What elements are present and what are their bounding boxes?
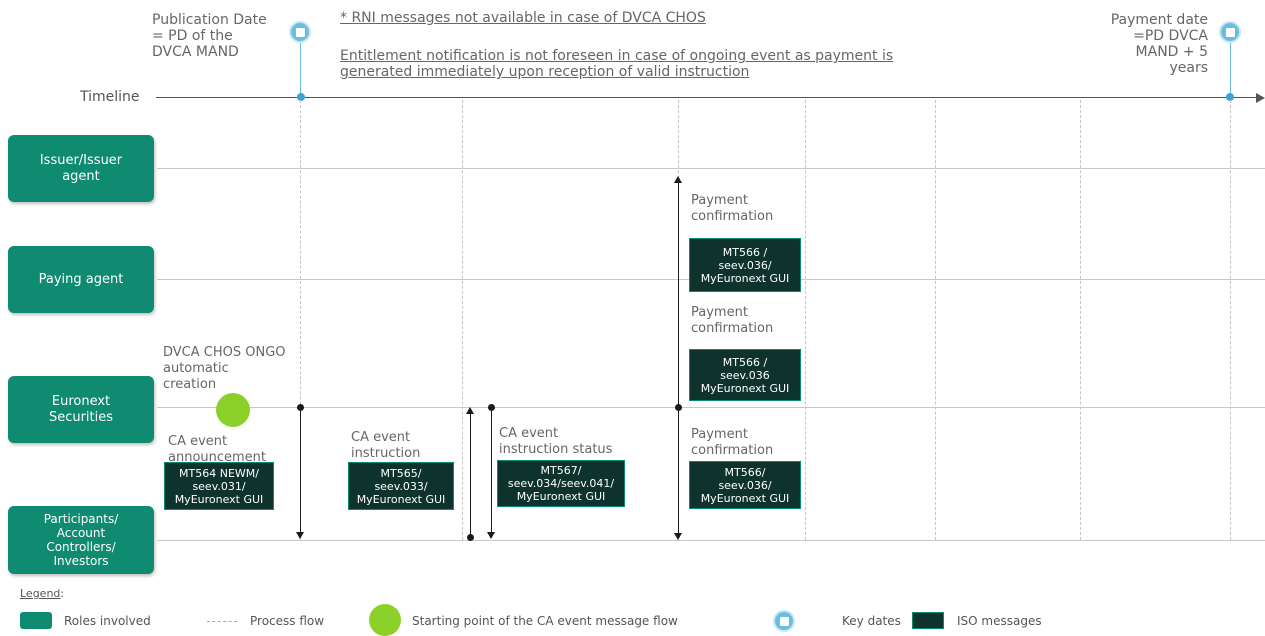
timeline-axis [156,97,1256,98]
publication-date-dot [297,93,305,101]
process-flow-line [1080,100,1081,540]
lane-line-issuer [157,168,1265,169]
process-flow-line [462,100,463,540]
payment-confirmation-issuer-label: Payment confirmation [691,193,774,224]
iso-message-instruction: MT565/ seev.033/ MyEuronext GUI [348,462,454,510]
flow-node [488,404,495,411]
note-rni: * RNI messages not available in case of … [340,10,706,26]
payment-confirmation-paying-label: Payment confirmation [691,305,774,336]
iso-message-payment-participants: MT566/ seev.036/ MyEuronext GUI [689,461,801,509]
flow-node [675,404,682,411]
role-euronext-securities: Euronext Securities [8,376,154,443]
payment-date-label: Payment date =PD DVCA MAND + 5 years [1110,12,1208,76]
payment-arrow [678,183,679,535]
payment-confirmation-participants-label: Payment confirmation [691,427,774,458]
calendar-icon [1219,21,1241,43]
iso-message-payment-issuer: MT566 / seev.036/ MyEuronext GUI [689,238,801,292]
lane-line-participants [157,540,1265,541]
legend-key-dates-label: Key dates [842,614,901,628]
legend-process-flow-swatch [207,621,237,622]
iso-message-payment-paying: MT566 / seev.036 MyEuronext GUI [689,349,801,401]
calendar-icon [289,21,311,43]
arrowhead-up [466,407,474,414]
iso-message-announcement: MT564 NEWM/ seev.031/ MyEuronext GUI [164,462,274,510]
legend-process-flow-label: Process flow [250,614,325,628]
announcement-label: CA event announcement [168,434,267,465]
arrowhead-down [487,532,495,539]
instruction-label: CA event instruction [351,430,421,461]
arrowhead-up [674,176,682,183]
auto-creation-label: DVCA CHOS ONGO automatic creation [163,345,286,392]
legend-starting-point-swatch [369,604,401,636]
legend-title: Legend: [20,587,65,600]
note-entitlement: Entitlement notification is not foreseen… [340,48,894,80]
role-paying-agent: Paying agent [8,246,154,313]
iso-message-instruction-status: MT567/ seev.034/seev.041/ MyEuronext GUI [497,460,625,507]
legend-roles-label: Roles involved [64,614,151,628]
role-participants: Participants/ Account Controllers/ Inves… [8,506,154,574]
legend-roles-swatch [20,612,52,629]
publication-date-stem [300,42,301,98]
role-issuer: Issuer/Issuer agent [8,135,154,202]
process-flow-line [935,100,936,540]
instruction-arrow [470,414,471,538]
payment-date-stem [1230,42,1231,98]
process-flow-line [300,100,301,540]
instruction-status-arrow [491,408,492,534]
process-flow-line [1230,100,1231,540]
instruction-status-label: CA event instruction status [499,426,613,457]
publication-date-label: Publication Date = PD of the DVCA MAND [152,12,267,60]
arrowhead-down [674,533,682,540]
arrowhead-down [296,532,304,539]
flow-node [297,404,304,411]
process-flow-line [805,100,806,540]
calendar-icon [773,610,795,632]
legend-iso-label: ISO messages [957,614,1042,628]
starting-point-circle [216,393,250,427]
legend-starting-point-label: Starting point of the CA event message f… [412,614,678,628]
legend-iso-swatch [912,612,944,629]
announcement-arrow [300,408,301,534]
timeline-arrowhead [1256,93,1265,103]
payment-date-dot [1226,93,1234,101]
timeline-label: Timeline [80,89,140,105]
lane-line-euronext [157,407,1265,408]
